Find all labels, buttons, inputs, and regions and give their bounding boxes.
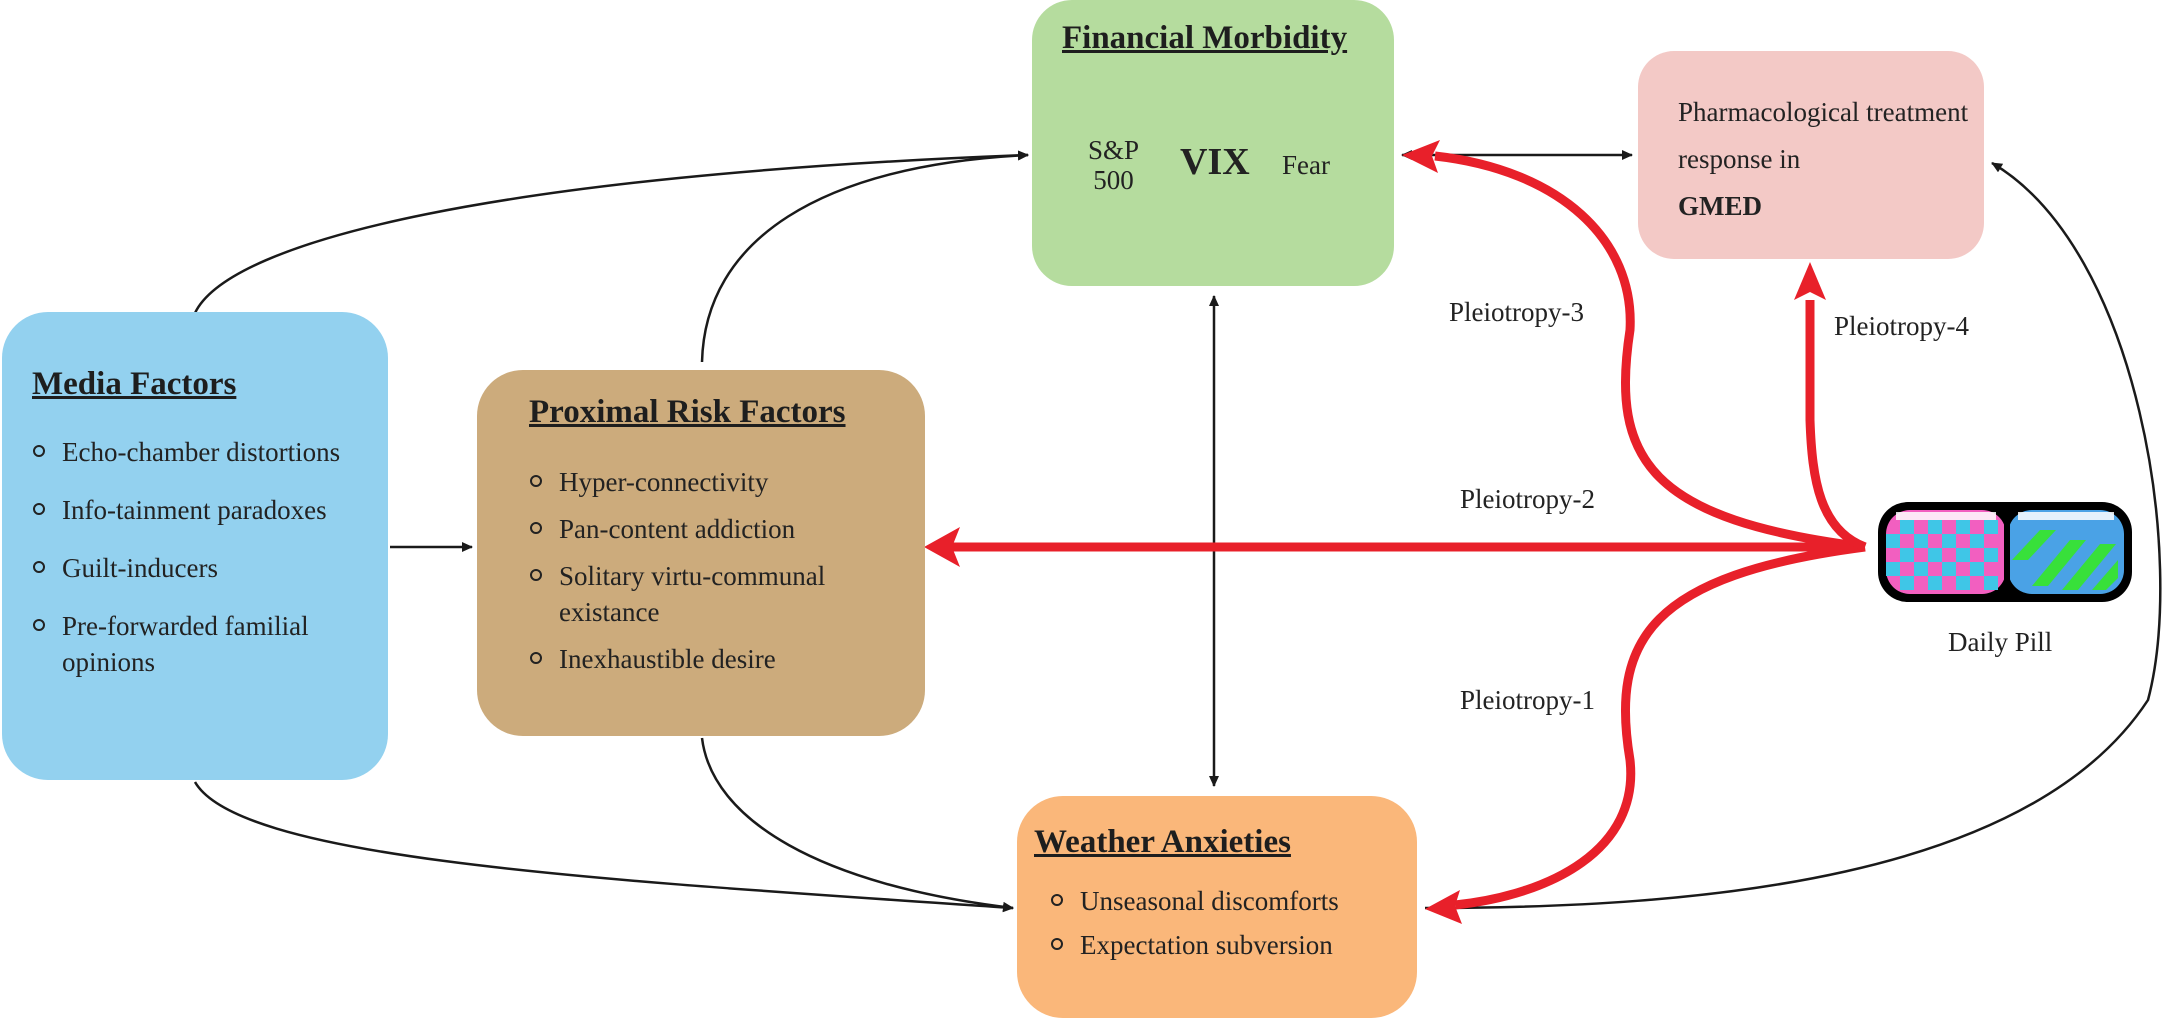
- list-item: Expectation subversion: [1050, 927, 1420, 963]
- edge-proximal-to-weather: [700, 737, 1014, 912]
- bullet-icon: [1051, 938, 1063, 950]
- pill-icon: [1878, 502, 2132, 602]
- pleiotropy-1-arrow: [1454, 542, 1866, 910]
- list-item: Pre-forwarded familial opinions: [32, 608, 382, 680]
- pleiotropy-2-arrowhead: [924, 527, 960, 567]
- gmed-label: GMED: [1678, 191, 1762, 221]
- list-item: Hyper-connectivity: [529, 464, 909, 500]
- venn-label-vix: VIX: [1180, 141, 1250, 183]
- pleiotropy-4-arrowhead: [1794, 262, 1826, 300]
- edge-proximal-to-financial: [700, 150, 1029, 363]
- pharmacological-response-box: Pharmacological treatment response in GM…: [1638, 51, 1984, 259]
- list-item: Echo-chamber distortions: [32, 434, 382, 470]
- bullet-icon: [530, 522, 542, 534]
- weather-anxieties-box: Weather Anxieties Unseasonal discomforts…: [1017, 796, 1417, 1018]
- media-factors-title: Media Factors: [32, 366, 237, 402]
- bullet-icon: [530, 475, 542, 487]
- list-item: Solitary virtu-communal existance: [529, 558, 909, 630]
- media-factors-list: Echo-chamber distortions Info-tainment p…: [32, 434, 382, 702]
- list-item: Pan-content addiction: [529, 511, 909, 547]
- pleiotropy-3-label: Pleiotropy-3: [1449, 297, 1584, 327]
- pleiotropy-3-arrowhead: [1402, 140, 1440, 173]
- weather-anxieties-title: Weather Anxieties: [1034, 824, 1291, 860]
- media-factors-box: Media Factors Echo-chamber distortions I…: [2, 312, 388, 780]
- daily-pill-label: Daily Pill: [1948, 627, 2053, 657]
- bullet-icon: [33, 619, 45, 631]
- venn-label-fear: Fear: [1282, 150, 1330, 180]
- weather-anxieties-list: Unseasonal discomforts Expectation subve…: [1050, 883, 1420, 971]
- pleiotropy-4-arrow: [1805, 300, 1867, 552]
- bullet-icon: [33, 503, 45, 515]
- proximal-risk-factors-box: Proximal Risk Factors Hyper-connectivity…: [477, 370, 925, 736]
- edge-weather-to-pharma: [1424, 161, 2162, 910]
- pleiotropy-2-label: Pleiotropy-2: [1460, 484, 1595, 514]
- pleiotropy-4-label: Pleiotropy-4: [1834, 311, 1969, 341]
- bullet-icon: [530, 652, 542, 664]
- pharmacological-response-text: Pharmacological treatment response in GM…: [1678, 97, 1969, 221]
- edge-media-to-financial: [193, 150, 1029, 314]
- list-item: Inexhaustible desire: [529, 641, 909, 677]
- list-item: Guilt-inducers: [32, 550, 382, 586]
- pleiotropy-3-arrow: [1434, 151, 1866, 552]
- financial-morbidity-title: Financial Morbidity: [1062, 20, 1348, 56]
- bullet-icon: [33, 561, 45, 573]
- list-item: Info-tainment paradoxes: [32, 492, 382, 528]
- list-item: Unseasonal discomforts: [1050, 883, 1420, 919]
- proximal-risk-factors-list: Hyper-connectivity Pan-content addiction…: [529, 464, 909, 688]
- proximal-risk-factors-title: Proximal Risk Factors: [529, 394, 846, 430]
- bullet-icon: [33, 445, 45, 457]
- pleiotropy-1-label: Pleiotropy-1: [1460, 685, 1595, 715]
- edge-media-to-weather: [193, 781, 1014, 913]
- pleiotropy-1-arrowhead: [1425, 890, 1462, 924]
- bullet-icon: [1051, 894, 1063, 906]
- bullet-icon: [530, 569, 542, 581]
